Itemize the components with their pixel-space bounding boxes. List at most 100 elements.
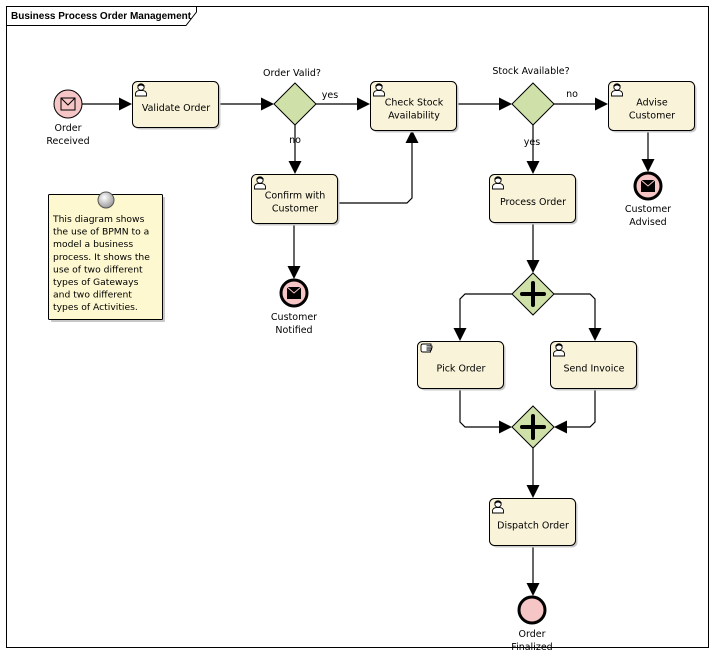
- event-circle[interactable]: [517, 595, 547, 625]
- note-line: use of two different: [53, 264, 143, 275]
- sequence-flow-gw_stock-to-advise[interactable]: no: [554, 89, 608, 111]
- sequence-flow-validate-to-gw_valid[interactable]: [218, 97, 274, 111]
- task-label: Customer: [272, 204, 318, 215]
- flow-line[interactable]: [459, 388, 499, 428]
- arrowhead-icon: [405, 130, 419, 143]
- event-label: Order: [55, 123, 82, 134]
- flow-label-yes: yes: [524, 137, 540, 148]
- note-line: model a business: [53, 239, 133, 250]
- sequence-flow-advise-to-ev_advised[interactable]: [641, 130, 655, 172]
- event-label: Advised: [629, 217, 666, 228]
- parallel-gateway-gw_split[interactable]: [511, 272, 555, 316]
- note-line: types of Activities.: [53, 302, 138, 313]
- task-box[interactable]: [608, 81, 695, 131]
- task-dispatch[interactable]: Dispatch Order: [489, 498, 578, 548]
- task-pick[interactable]: Pick Order: [417, 341, 506, 391]
- note-line: This diagram shows: [52, 214, 145, 225]
- arrowhead-icon: [261, 97, 274, 111]
- sequence-flow-gw_join-to-dispatch[interactable]: [526, 448, 540, 498]
- arrowhead-icon: [287, 266, 301, 279]
- flow-line[interactable]: [567, 388, 596, 428]
- gateway-diamond[interactable]: [273, 82, 317, 126]
- task-box[interactable]: [417, 341, 504, 389]
- task-invoice[interactable]: Send Invoice: [550, 341, 639, 391]
- annotation-note[interactable]: This diagram shows the use of BPMN to amo…: [48, 191, 166, 322]
- sequence-flow-pick-to-gw_join[interactable]: [459, 388, 512, 434]
- sequence-flow-gw_split-to-invoice[interactable]: [554, 293, 602, 341]
- task-label: Availability: [388, 111, 440, 122]
- arrowhead-icon: [288, 161, 302, 174]
- task-process[interactable]: Process Order: [489, 174, 578, 225]
- flow-line[interactable]: [459, 293, 512, 328]
- event-label: Customer: [271, 312, 317, 323]
- diagram-title: Business Process Order Management: [11, 11, 192, 22]
- exclusive-gateway-gw_stock[interactable]: Stock Available?: [492, 66, 570, 126]
- flow-label-yes: yes: [322, 90, 338, 101]
- note-pin-icon: [97, 191, 115, 209]
- sequence-flow-process-to-gw_split[interactable]: [526, 222, 540, 273]
- diagram-frame: Business Process Order Management: [6, 6, 709, 648]
- task-box[interactable]: [251, 174, 338, 224]
- sequence-flow-ev_received-to-validate[interactable]: [82, 97, 132, 111]
- arrowhead-icon: [499, 420, 512, 434]
- flow-label-no: no: [566, 89, 578, 100]
- exclusive-gateway-gw_valid[interactable]: Order Valid?: [263, 68, 321, 126]
- arrowhead-icon: [588, 328, 602, 341]
- task-box[interactable]: [489, 498, 576, 546]
- sequence-flow-confirm-to-ev_notified[interactable]: [287, 223, 301, 279]
- manual-task-hand-icon: [420, 343, 433, 353]
- note-line: and two different: [53, 290, 132, 301]
- plus-icon: [520, 281, 546, 307]
- gateway-diamond[interactable]: [511, 82, 555, 126]
- task-label: Dispatch Order: [497, 521, 569, 532]
- task-box[interactable]: [370, 81, 457, 131]
- flow-line[interactable]: [554, 293, 596, 328]
- sequence-flow-check-to-gw_stock[interactable]: [456, 97, 512, 111]
- task-label: Send Invoice: [564, 364, 625, 375]
- plus-icon: [520, 414, 546, 440]
- task-box[interactable]: [550, 341, 637, 389]
- task-box[interactable]: [489, 174, 576, 223]
- sequence-flow-gw_valid-to-confirm[interactable]: no: [288, 125, 302, 174]
- arrowhead-icon: [526, 260, 540, 273]
- sequence-flow-invoice-to-gw_join[interactable]: [554, 388, 596, 434]
- task-label: Pick Order: [437, 364, 486, 375]
- arrowhead-icon: [526, 583, 540, 596]
- event-label: Order: [519, 629, 546, 640]
- parallel-gateway-gw_join[interactable]: [511, 405, 555, 449]
- arrowhead-icon: [554, 420, 567, 434]
- arrowhead-icon: [357, 97, 370, 111]
- note-text: This diagram shows the use of BPMN to amo…: [52, 214, 150, 313]
- arrowhead-icon: [526, 161, 540, 174]
- task-validate[interactable]: Validate Order: [132, 81, 221, 130]
- sequence-flow-gw_split-to-pick[interactable]: [453, 293, 513, 341]
- sequence-flow-gw_stock-to-process[interactable]: yes: [524, 125, 540, 174]
- arrowhead-icon: [119, 97, 132, 111]
- envelope-outline-icon: [60, 97, 76, 111]
- frame-title-tab: [6, 6, 197, 26]
- task-label: Validate Order: [142, 103, 210, 114]
- flow-line[interactable]: [337, 143, 413, 204]
- flow-label-no: no: [289, 135, 301, 146]
- note-line: types of Gateways: [53, 277, 139, 288]
- task-box[interactable]: [132, 81, 219, 128]
- note-line: the use of BPMN to a: [53, 227, 149, 238]
- arrowhead-icon: [526, 485, 540, 498]
- event-circle[interactable]: [53, 89, 83, 119]
- task-label: Confirm with: [265, 191, 326, 202]
- sequence-flow-gw_valid-to-check[interactable]: yes: [316, 90, 370, 111]
- event-label: Notified: [275, 325, 312, 336]
- arrowhead-icon: [453, 328, 467, 341]
- envelope-filled-icon: [640, 179, 656, 192]
- sequence-flow-confirm-to-check[interactable]: [337, 130, 419, 204]
- envelope-filled-icon: [286, 286, 302, 299]
- sequence-flow-dispatch-to-ev_finalized[interactable]: [526, 545, 540, 596]
